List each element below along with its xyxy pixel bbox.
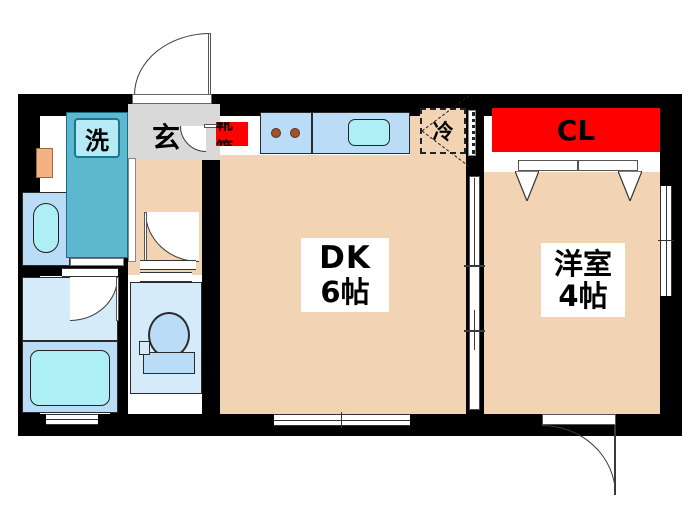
closet	[492, 108, 660, 152]
entrance-label: 玄	[151, 121, 180, 154]
bedroom-window-mullion	[658, 240, 674, 242]
wet-zone-vent	[128, 158, 136, 262]
washing-machine-lid	[74, 118, 120, 158]
dk-bedroom-partition[interactable]	[469, 176, 480, 410]
kitchen-sink	[348, 119, 390, 146]
closet-fold-indicator-left	[515, 171, 539, 201]
entrance-tile-step	[128, 104, 220, 114]
partition-leaf-lower	[474, 310, 476, 350]
bedroom-door-leaf	[614, 425, 616, 495]
stove-burner-left	[271, 128, 281, 138]
bedroom-door-swing	[542, 425, 616, 495]
bathroom-door-head	[62, 268, 118, 277]
stove-burner-right	[290, 128, 300, 138]
closet-fold-indicator-right	[618, 171, 642, 201]
closet-door-panel-right	[578, 160, 638, 171]
room-label-washitsu-line2: 4帖	[558, 278, 608, 313]
washer-base	[70, 258, 124, 266]
hall-door-leaf	[144, 212, 147, 262]
partition-head-dotted	[472, 112, 475, 154]
hall-door-sill	[140, 260, 196, 270]
water-heater	[36, 148, 53, 178]
toilet-flush-handle	[139, 341, 150, 355]
bathroom-door-leaf	[116, 277, 119, 321]
refrigerator-label: 冷	[432, 120, 454, 144]
washer-label: 洗	[85, 126, 109, 155]
bedroom-door-sill	[542, 414, 616, 425]
genkan-inner-door-swing	[180, 126, 206, 152]
toilet-tank	[143, 352, 195, 374]
bathroom-door-swing	[70, 277, 118, 321]
kitchen-stove	[260, 112, 312, 154]
closet-label: CL	[556, 113, 596, 147]
entrance-door-swing	[134, 33, 210, 95]
dk-window-mullion	[341, 412, 343, 428]
hall-door-swing	[145, 212, 199, 262]
closet-door-panel-left	[518, 160, 578, 171]
refrigerator-space	[420, 94, 470, 168]
room-label-dk-line1: DK	[319, 240, 371, 276]
shoe-cabinet: 靴箱	[216, 122, 248, 146]
room-label-washitsu: 洋室 4帖	[541, 243, 625, 317]
wash-basin-bowl	[33, 203, 59, 253]
room-label-dk-line2: 6帖	[320, 275, 370, 309]
bathtub	[30, 350, 110, 406]
room-label-dk: DK 6帖	[301, 238, 389, 312]
partition-leaf-upper	[474, 178, 476, 266]
toilet-bowl	[148, 312, 190, 358]
bath-window-mullion	[46, 419, 98, 420]
toilet-door-head	[140, 272, 192, 282]
room-label-washitsu-line1: 洋室	[553, 246, 612, 281]
entrance-threshold	[132, 94, 212, 104]
entrance-door-leaf	[208, 33, 211, 95]
